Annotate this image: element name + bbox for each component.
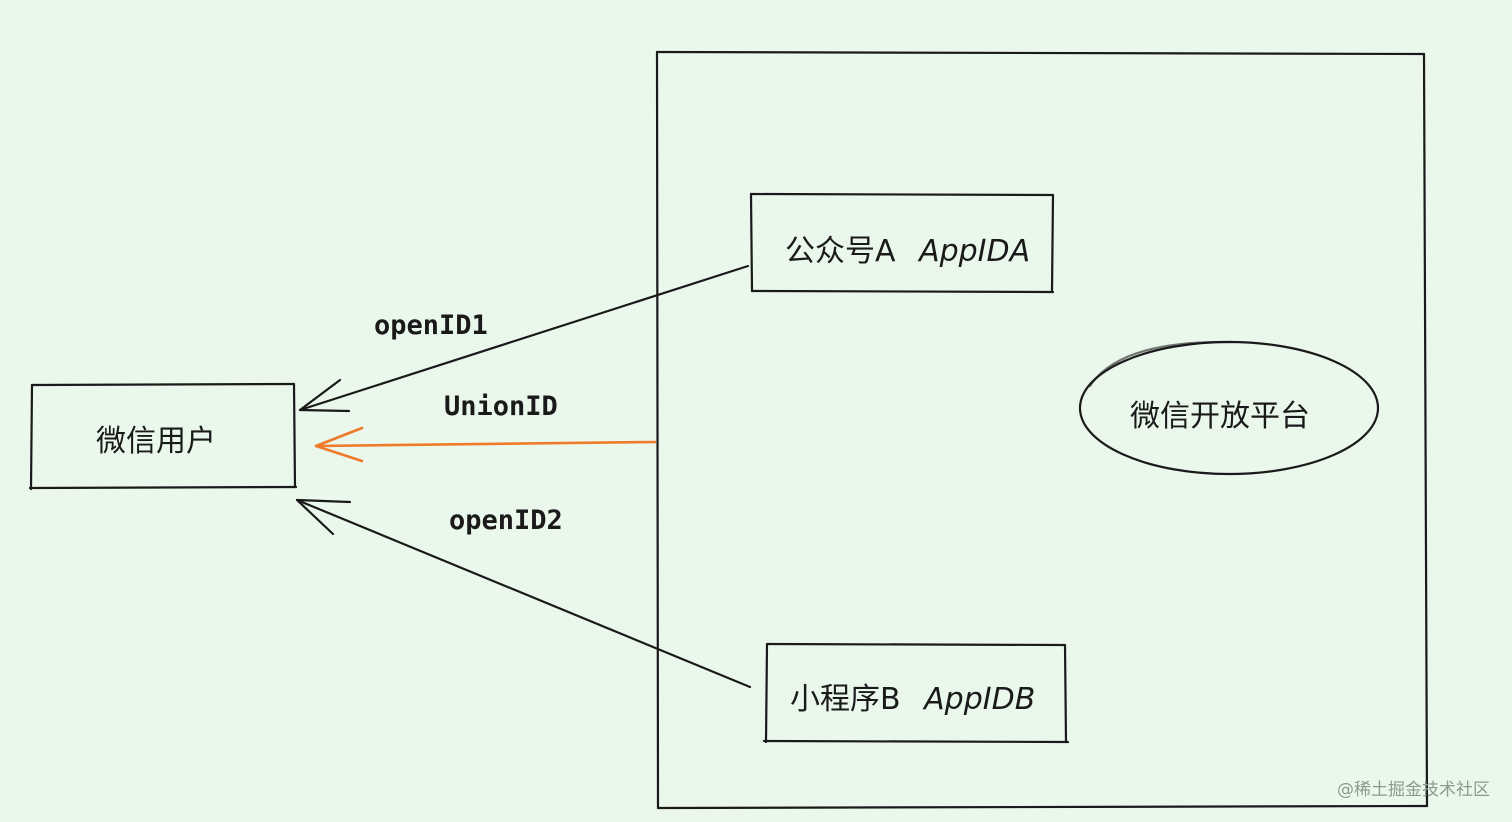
- openid2-arrow: [295, 498, 752, 689]
- wechat-user-label: 微信用户: [96, 424, 216, 459]
- mini-program-name: 小程序B: [790, 682, 901, 717]
- openid1-label: openID1: [374, 310, 488, 341]
- mini-program-box: [762, 642, 1070, 744]
- openid1-arrow: [298, 264, 750, 413]
- open-platform-container: [655, 50, 1429, 810]
- official-account-box: [749, 192, 1055, 294]
- official-account-name: 公众号A: [785, 234, 896, 269]
- mini-program-appid: AppIDB: [924, 682, 1036, 717]
- openid2-label: openID2: [449, 505, 563, 536]
- official-account-label: 公众号A AppIDA: [785, 226, 1030, 270]
- open-platform-label: 微信开放平台: [1130, 399, 1310, 434]
- watermark: @稀土掘金技术社区: [1337, 780, 1490, 800]
- mini-program-label: 小程序B AppIDB: [790, 674, 1035, 718]
- open-platform-ellipse: [1078, 340, 1380, 476]
- wechat-user-box: [28, 382, 298, 491]
- official-account-appid: AppIDA: [919, 234, 1031, 269]
- unionid-label: UnionID: [444, 391, 558, 422]
- unionid-arrow: [314, 426, 657, 463]
